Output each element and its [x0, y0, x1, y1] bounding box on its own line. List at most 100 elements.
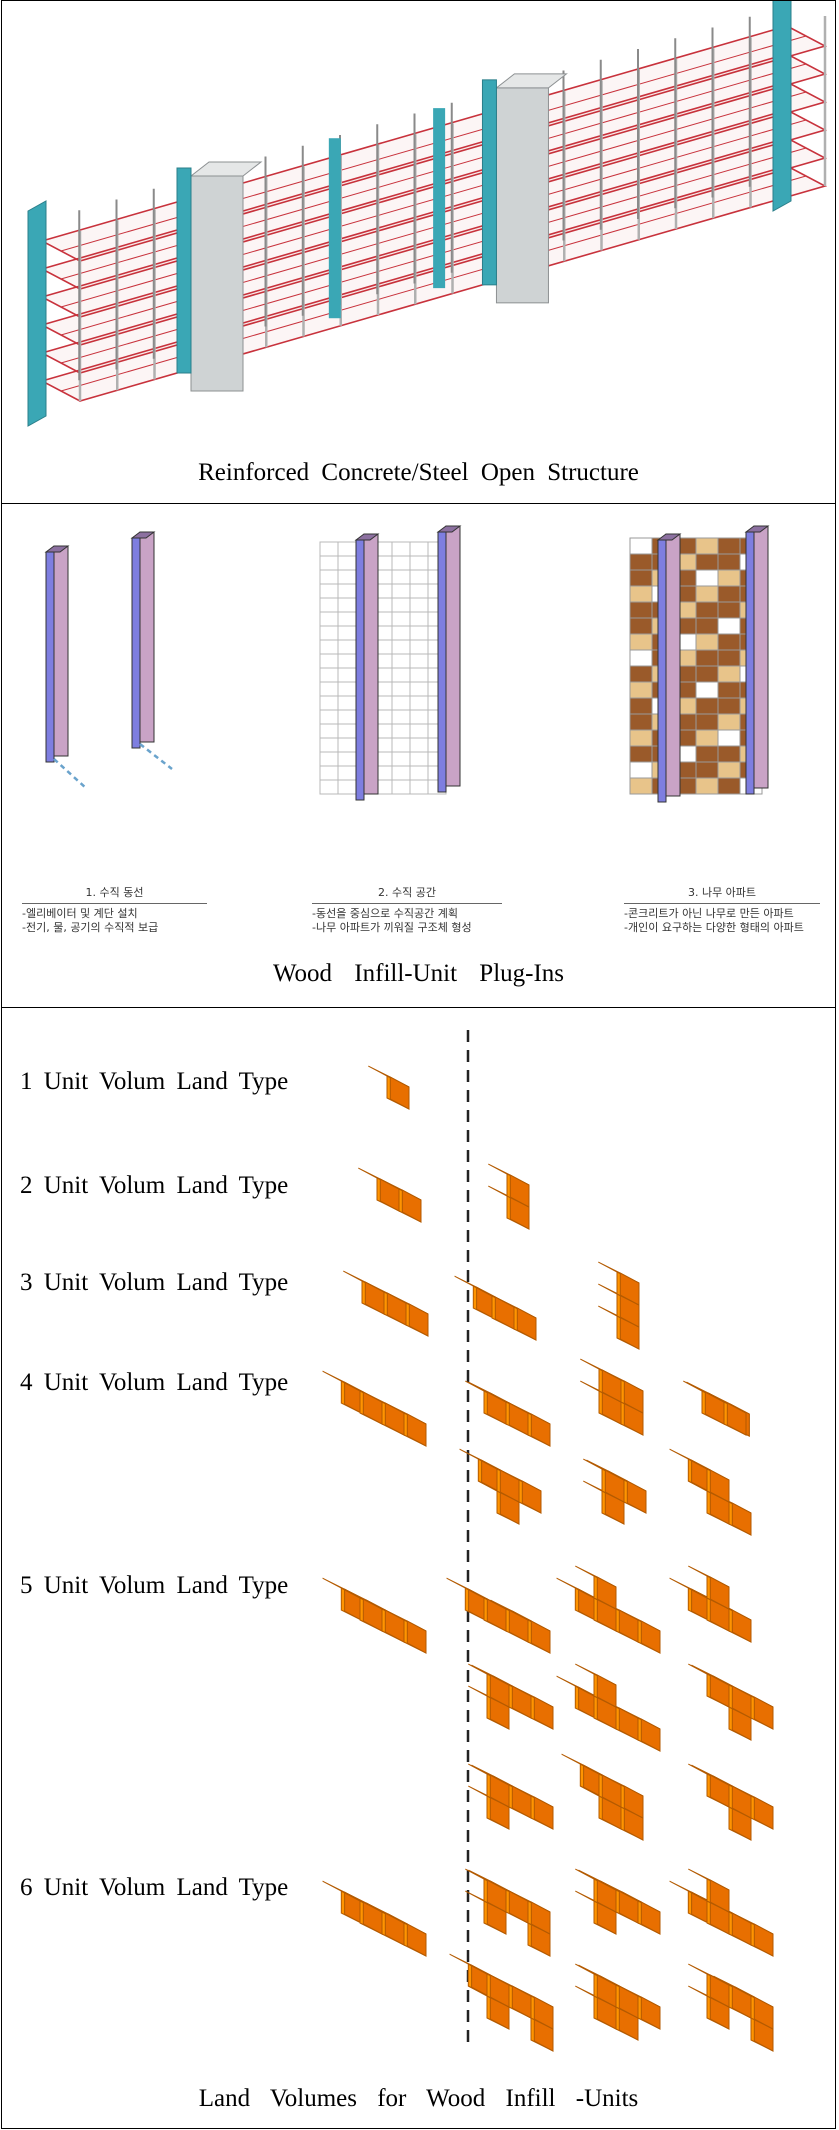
cube-face — [406, 1413, 427, 1447]
cube-face — [726, 1402, 747, 1436]
structure-frame — [27, 1, 828, 427]
frame-cell — [337, 653, 357, 669]
volume-3-unit-row — [343, 1270, 429, 1337]
frame-cell — [409, 569, 429, 585]
frame-cell — [391, 611, 411, 627]
wood-unit — [695, 761, 719, 779]
frame-cell — [337, 541, 357, 557]
cube-face — [509, 1174, 530, 1208]
frame-cell — [319, 625, 339, 641]
wood-unit — [717, 697, 741, 715]
cube-face — [709, 1469, 730, 1503]
row-label-4: 4 Unit Volum Land Type — [20, 1369, 289, 1396]
volume-6-unit-a — [322, 1880, 427, 1957]
wood-unit — [629, 601, 653, 619]
frame-cell — [337, 555, 357, 571]
volume-5-unit-f — [556, 1663, 661, 1752]
core-tube — [445, 525, 461, 787]
cube-face — [408, 1303, 429, 1337]
wood-unit — [629, 585, 653, 603]
cube-face — [619, 1272, 640, 1306]
volume-6-unit-f — [575, 1963, 661, 2041]
frame-cell — [319, 583, 339, 599]
wood-unit — [695, 633, 719, 651]
frame-cell — [391, 695, 411, 711]
core-tower-1-side — [176, 167, 192, 374]
wood-unit — [717, 617, 741, 635]
core-tower-2 — [495, 87, 549, 304]
volume-4-unit-c — [580, 1358, 644, 1436]
frame-cell — [319, 653, 339, 669]
frame-cell — [391, 597, 411, 613]
apartment-tube — [753, 525, 769, 789]
cube-face — [753, 1996, 774, 2030]
cube-face — [406, 1620, 427, 1654]
wood-unit — [629, 745, 653, 763]
frame-cell — [337, 625, 357, 641]
frame-cell — [391, 653, 411, 669]
volume-4-unit-b — [465, 1380, 551, 1447]
step2-line2: -나무 아파트가 끼워질 구조체 형성 — [312, 921, 472, 934]
frame-cell — [337, 569, 357, 585]
step2-title: 2. 수직 공간 — [312, 884, 502, 904]
frame-cell — [409, 653, 429, 669]
frame-cell — [337, 611, 357, 627]
cube-face — [530, 1901, 551, 1935]
cube-face — [640, 1901, 661, 1935]
step2-caption: 2. 수직 공간 -동선을 중심으로 수직공간 계획 -나무 아파트가 끼워질 … — [312, 884, 502, 935]
circulation-arrow — [53, 758, 88, 790]
volume-3-unit-l — [454, 1275, 537, 1341]
circulation-tube-side — [45, 551, 55, 763]
cube-face — [709, 1576, 730, 1610]
cube-face — [533, 1696, 554, 1730]
frame-cell — [319, 695, 339, 711]
frame-cell — [409, 639, 429, 655]
frame-cell — [337, 709, 357, 725]
circulation-tube-side — [131, 537, 141, 749]
frame-cell — [337, 681, 357, 697]
plug-in-drawing — [44, 525, 770, 803]
end-core-left — [27, 200, 47, 427]
cube-face — [521, 1480, 542, 1514]
volume-4-unit-d — [683, 1380, 750, 1437]
circulation-tube — [139, 531, 155, 743]
frame-cell — [391, 751, 411, 767]
wood-unit — [629, 649, 653, 667]
cube-face — [623, 1785, 644, 1819]
frame-cell — [319, 639, 339, 655]
core-tower-1-top — [189, 161, 263, 177]
wood-unit — [717, 729, 741, 747]
wood-unit — [629, 697, 653, 715]
cube-face — [640, 1718, 661, 1752]
apartment-tube-cap — [744, 525, 770, 533]
frame-cell — [409, 625, 429, 641]
core-tower-2-top — [494, 73, 568, 89]
frame-cell — [409, 541, 429, 557]
apartment-tube-cap — [656, 533, 682, 541]
volume-6-unit-g — [688, 1963, 774, 2052]
mid-core-2 — [433, 108, 446, 289]
cube-face — [533, 1996, 554, 2030]
wood-unit — [695, 745, 719, 763]
frame-cell — [337, 583, 357, 599]
wood-unit — [717, 665, 741, 683]
wood-unit — [629, 681, 653, 699]
wood-unit — [695, 601, 719, 619]
frame-cell — [409, 597, 429, 613]
wood-unit — [717, 713, 741, 731]
frame-cell — [409, 751, 429, 767]
frame-cell — [409, 583, 429, 599]
wood-unit — [629, 569, 653, 587]
cube-face — [596, 1674, 617, 1708]
cube-face — [401, 1189, 422, 1223]
cube-face — [640, 1620, 661, 1654]
structure-caption: Reinforced Concrete/Steel Open Structure — [198, 459, 639, 486]
land-volumes-caption: Land Volumes for Wood Infill -Units — [198, 2085, 639, 2112]
cube-face — [533, 1796, 554, 1830]
volume-5-unit-i — [561, 1753, 644, 1841]
wood-unit — [695, 617, 719, 635]
frame-cell — [319, 569, 339, 585]
volume-2-unit-flat — [358, 1167, 422, 1223]
wood-unit — [629, 761, 653, 779]
core-tube-cap — [436, 525, 462, 533]
